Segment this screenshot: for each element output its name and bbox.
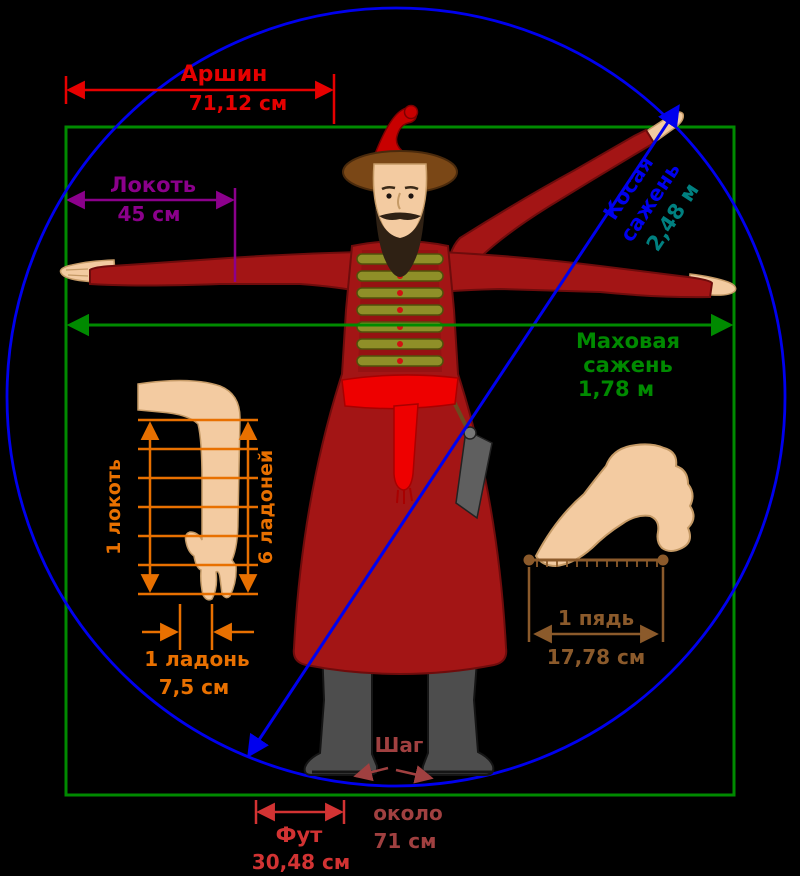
forearm-illustration: 1 локоть 6 ладоней 1 ладонь 7,5 см [103,379,277,699]
pyad-value: 17,78 см [547,645,645,669]
measure-lokot: Локоть 45 см [66,173,237,282]
shag-value: 71 см [374,829,437,853]
measure-makhovaya-sazhen: Маховая сажень 1,78 м [66,313,734,401]
sash [341,374,459,410]
makhovaya-label-line1: Маховая [576,329,680,353]
makhovaya-value: 1,78 м [578,377,654,401]
shag-arrow-left [353,763,389,782]
forearm-drawing [137,379,241,601]
shag-arrow-right [395,765,434,784]
arshin-label: Аршин [181,62,268,87]
left-hand-fingers [65,268,89,277]
six-ladoney-label: 6 ладоней [255,450,277,564]
one-lokot-label: 1 локоть [103,459,125,555]
pyad-ruler-ticks [536,560,658,567]
hand-drawing [534,443,695,568]
measure-arshin: Аршин 71,12 см [64,62,336,124]
pyad-end-ticks [527,567,665,642]
ladon-ticks [178,604,214,650]
fut-label: Фут [276,823,324,847]
lokot-label: Локоть [110,173,196,197]
shag-label: Шаг [375,733,424,757]
handspan-illustration: 1 пядь 17,78 см [523,443,695,669]
measure-shag: Шаг около 71 см [353,733,443,853]
ladon-value: 7,5 см [159,675,230,699]
makhovaya-label-line2: сажень [583,353,673,377]
ladon-label: 1 ладонь [144,647,249,671]
circle-outline [5,6,787,788]
ladon-rungs [138,418,258,596]
fut-value: 30,48 см [252,850,350,874]
arshin-value: 71,12 см [189,91,287,115]
kosaya-line [247,104,680,758]
left-eye [386,193,392,199]
measure-fut: Фут 30,48 см [252,800,350,874]
pyad-label: 1 пядь [558,606,634,630]
shag-approx: около [373,801,442,825]
lokot-value: 45 см [118,202,181,226]
pyad-dot-right [657,554,669,566]
pyad-dot-left [523,554,535,566]
left-arm-sleeve [89,250,364,294]
right-eye [408,193,414,199]
cap-tip [403,104,419,120]
